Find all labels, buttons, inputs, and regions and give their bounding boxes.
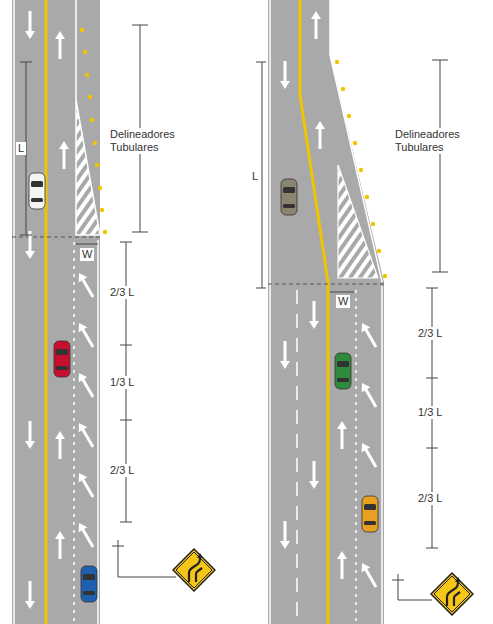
- dimension-label: 2/3 L: [108, 464, 136, 477]
- dimension-label: 1/3 L: [416, 406, 444, 419]
- note-label: Delineadores Tubulares: [108, 128, 174, 154]
- dimension-label: 1/3 L: [108, 376, 136, 389]
- note-label: Delineadores Tubulares: [393, 128, 459, 154]
- dimension-label: W: [336, 295, 350, 308]
- dimension-label: 2/3 L: [416, 492, 444, 505]
- dimension-label: 2/3 L: [108, 286, 136, 299]
- dimension-label: W: [80, 248, 94, 261]
- dimension-label: L: [16, 142, 26, 155]
- dimension-label: 2/3 L: [416, 327, 444, 340]
- dimension-label: L: [250, 170, 260, 183]
